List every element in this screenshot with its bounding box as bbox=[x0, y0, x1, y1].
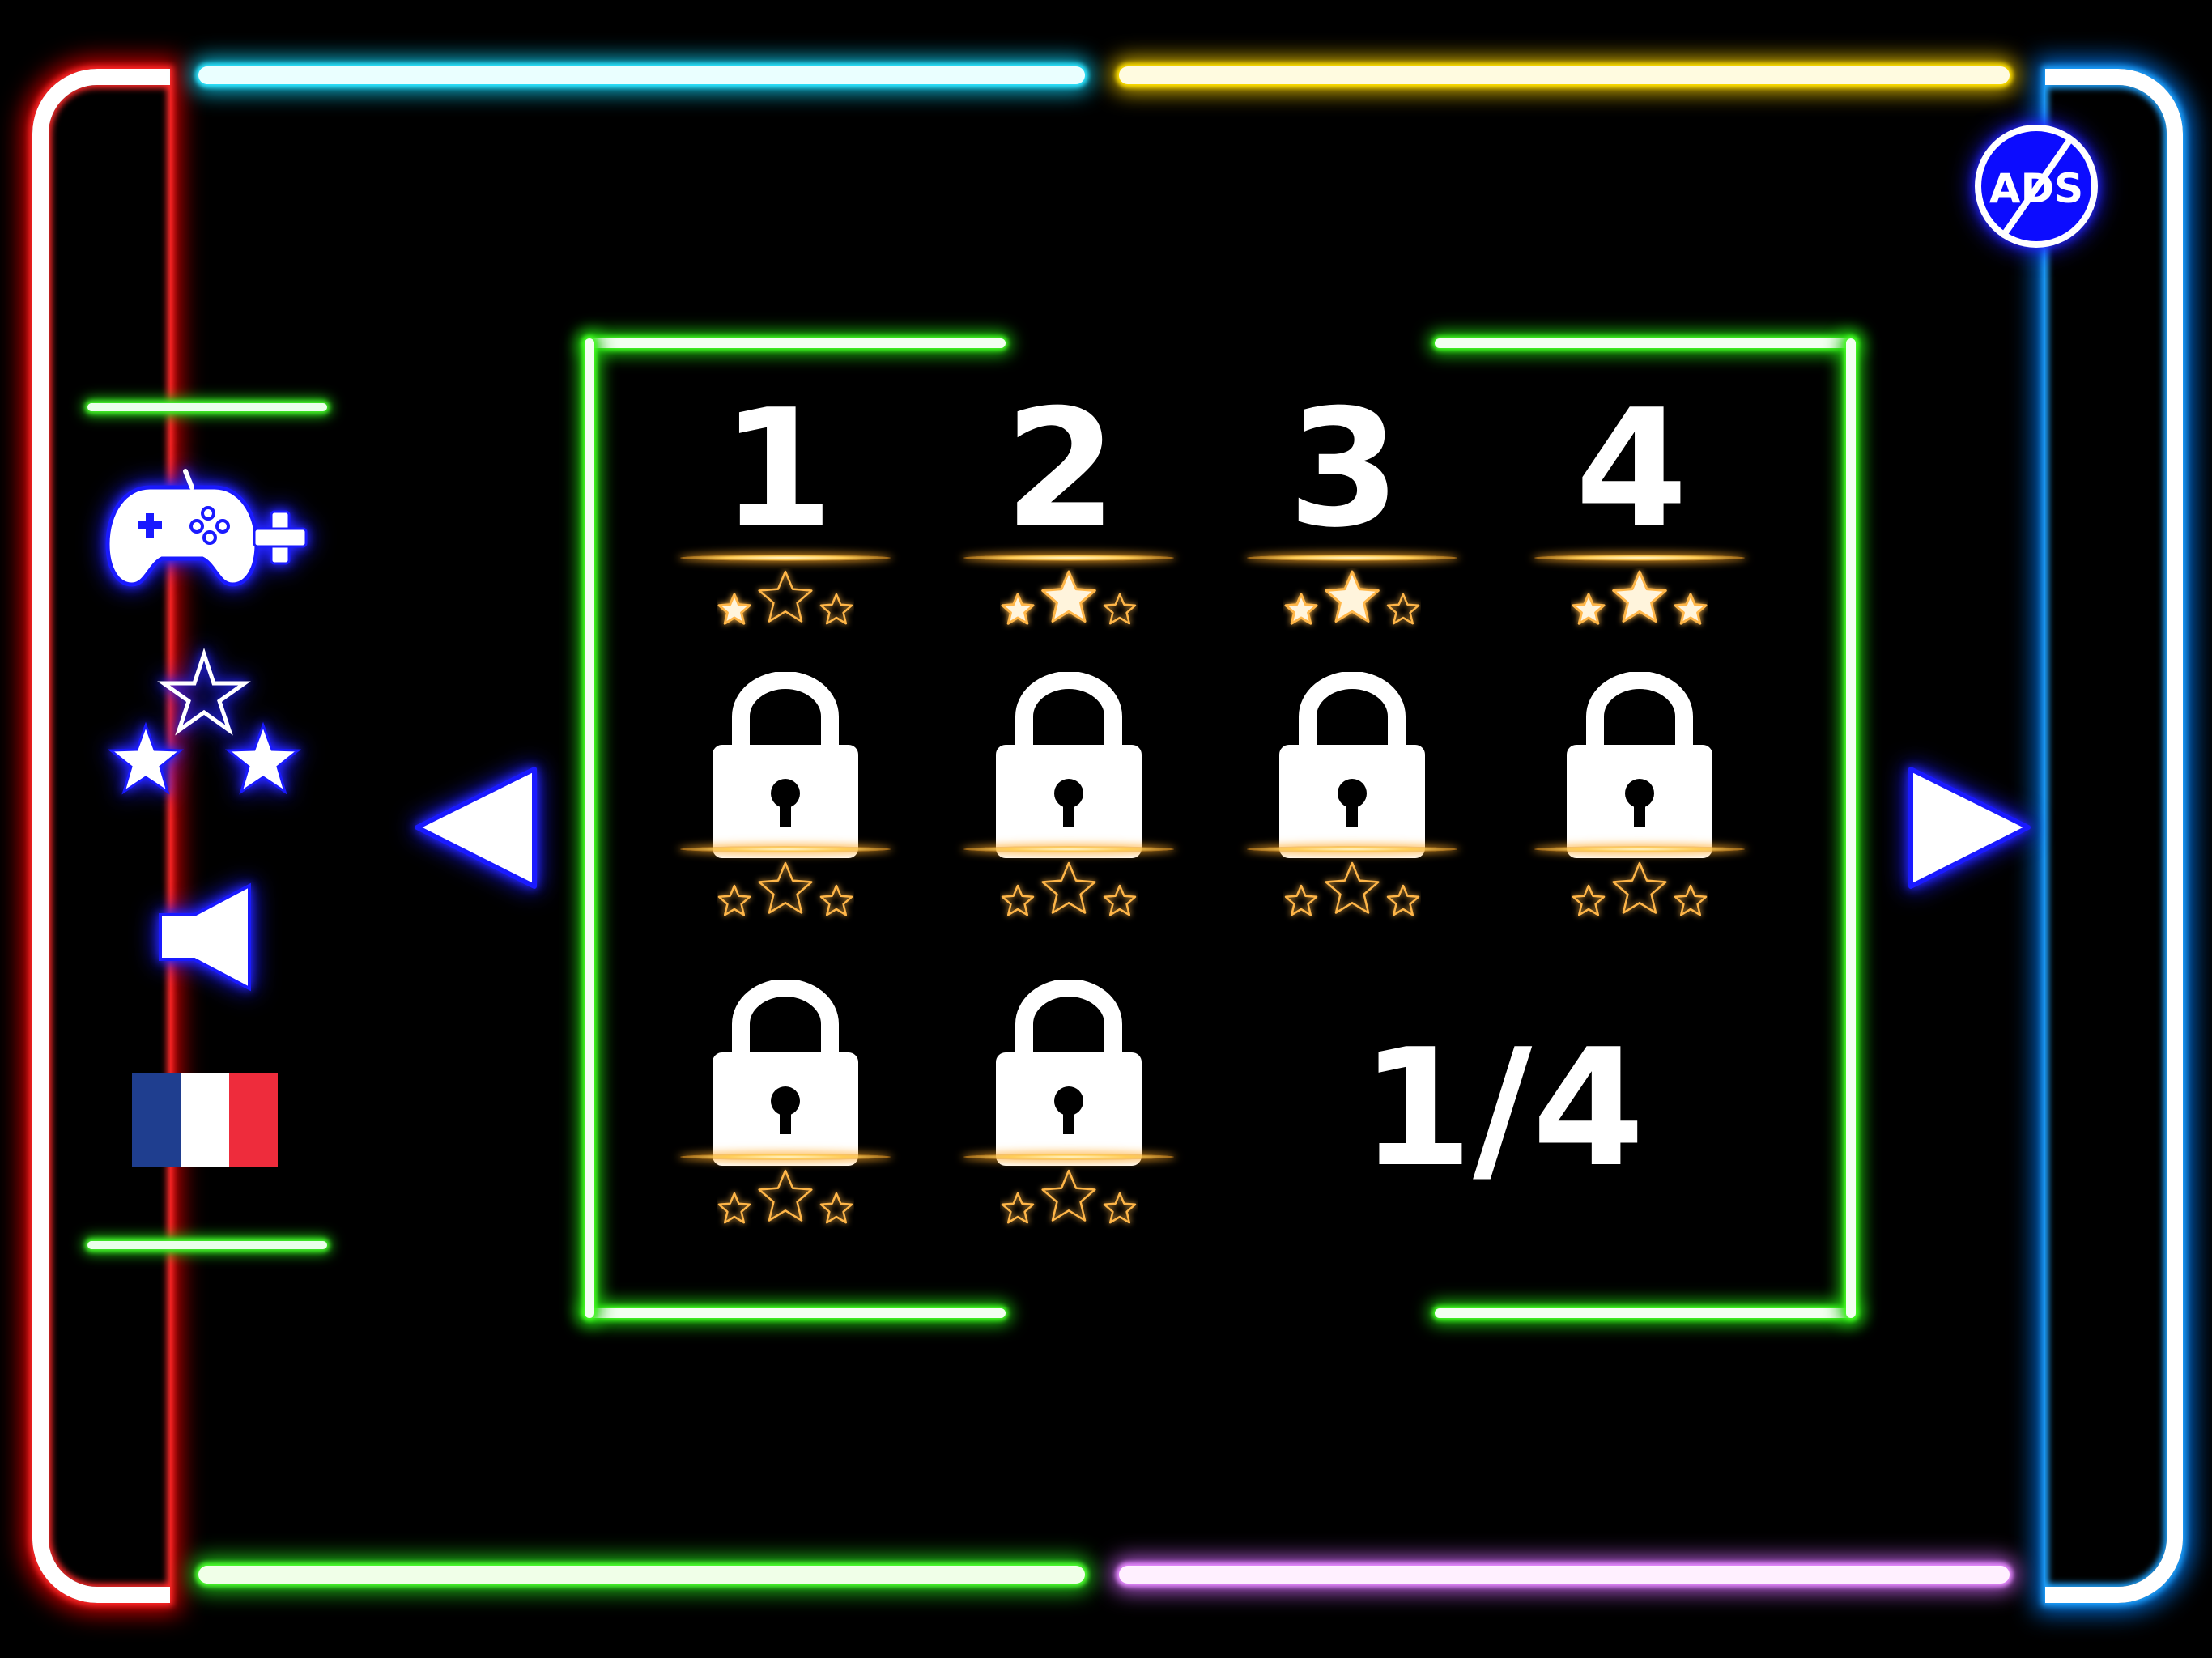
level-button-10[interactable] bbox=[963, 979, 1174, 1239]
star-empty-icon bbox=[1674, 884, 1708, 916]
level-stars bbox=[1284, 861, 1420, 916]
level-divider bbox=[1247, 846, 1457, 852]
level-stars bbox=[717, 570, 853, 625]
more-games-button[interactable] bbox=[101, 463, 312, 593]
star-empty-icon bbox=[1041, 861, 1096, 914]
lock-icon bbox=[1279, 671, 1425, 858]
lock-icon bbox=[1567, 671, 1712, 858]
lock-icon bbox=[713, 979, 858, 1166]
level-number: 3 bbox=[1287, 375, 1401, 563]
star-filled-icon bbox=[1612, 570, 1667, 623]
star-filled-icon bbox=[1325, 570, 1380, 623]
frame-corner-right bbox=[2045, 69, 2183, 1603]
star-empty-icon bbox=[1103, 1192, 1137, 1224]
level-button-7[interactable] bbox=[1247, 671, 1457, 931]
no-ads-icon: ADS bbox=[1975, 125, 2098, 248]
star-filled-icon bbox=[717, 593, 751, 625]
level-button-1[interactable]: 1 bbox=[680, 380, 891, 640]
star-empty-icon bbox=[1325, 861, 1380, 914]
lock-icon bbox=[996, 671, 1142, 858]
star-empty-icon bbox=[758, 570, 813, 623]
level-stars bbox=[1572, 861, 1708, 916]
star-empty-icon bbox=[1386, 593, 1420, 625]
level-stars bbox=[1572, 570, 1708, 625]
gamepad-plus-icon bbox=[105, 469, 308, 587]
level-divider bbox=[963, 555, 1174, 561]
level-divider bbox=[680, 555, 891, 561]
level-number: 1 bbox=[721, 375, 834, 563]
star-filled-icon bbox=[1572, 593, 1606, 625]
star-empty-icon bbox=[819, 1192, 853, 1224]
sound-button[interactable] bbox=[154, 882, 259, 992]
level-stars bbox=[717, 1169, 853, 1224]
level-divider bbox=[963, 1154, 1174, 1160]
lock-icon bbox=[713, 671, 858, 858]
stars-icon bbox=[107, 648, 302, 795]
level-divider bbox=[680, 846, 891, 852]
level-stars bbox=[1284, 570, 1420, 625]
level-divider bbox=[1534, 846, 1745, 852]
prev-page-button[interactable] bbox=[409, 761, 542, 895]
bottom-left-bar bbox=[198, 1566, 1085, 1584]
remove-ads-button[interactable]: ADS bbox=[1972, 121, 2101, 251]
bottom-right-bar bbox=[1119, 1566, 2010, 1584]
triangle-left-icon bbox=[415, 767, 537, 889]
france-flag-icon bbox=[132, 1073, 278, 1167]
language-button[interactable] bbox=[132, 1073, 278, 1167]
level-button-5[interactable] bbox=[680, 671, 891, 931]
next-page-button[interactable] bbox=[1903, 761, 2036, 895]
level-number: 2 bbox=[1004, 375, 1117, 563]
star-empty-icon bbox=[758, 861, 813, 914]
level-divider bbox=[963, 846, 1174, 852]
star-empty-icon bbox=[1386, 884, 1420, 916]
frame-corner-left bbox=[32, 69, 170, 1603]
star-empty-icon bbox=[1284, 884, 1318, 916]
level-button-4[interactable]: 4 bbox=[1534, 380, 1745, 640]
star-filled-icon bbox=[1284, 593, 1318, 625]
level-stars bbox=[1001, 861, 1137, 916]
star-empty-icon bbox=[1572, 884, 1606, 916]
lock-icon bbox=[996, 979, 1142, 1166]
star-empty-icon bbox=[1612, 861, 1667, 914]
star-empty-icon bbox=[1001, 884, 1035, 916]
level-button-9[interactable] bbox=[680, 979, 891, 1239]
star-filled-icon bbox=[1001, 593, 1035, 625]
top-left-bar bbox=[198, 66, 1085, 84]
level-stars bbox=[717, 861, 853, 916]
top-right-bar bbox=[1119, 66, 2010, 84]
star-empty-icon bbox=[758, 1169, 813, 1222]
level-button-8[interactable] bbox=[1534, 671, 1745, 931]
sidebar-bottom-line bbox=[87, 1241, 327, 1249]
speaker-icon bbox=[159, 882, 251, 992]
star-empty-icon bbox=[819, 884, 853, 916]
page-indicator: 1/4 bbox=[1360, 1014, 1645, 1203]
level-stars bbox=[1001, 570, 1137, 625]
star-empty-icon bbox=[1103, 884, 1137, 916]
level-divider bbox=[680, 1154, 891, 1160]
star-empty-icon bbox=[1001, 1192, 1035, 1224]
level-button-6[interactable] bbox=[963, 671, 1174, 931]
level-number: 4 bbox=[1575, 375, 1688, 563]
star-empty-icon bbox=[1103, 593, 1137, 625]
star-empty-icon bbox=[1041, 1169, 1096, 1222]
level-divider bbox=[1247, 555, 1457, 561]
sidebar-top-line bbox=[87, 403, 327, 411]
star-filled-icon bbox=[1674, 593, 1708, 625]
level-stars bbox=[1001, 1169, 1137, 1224]
level-button-2[interactable]: 2 bbox=[963, 380, 1174, 640]
star-empty-icon bbox=[717, 1192, 751, 1224]
star-filled-icon bbox=[1041, 570, 1096, 623]
rate-button[interactable] bbox=[105, 648, 304, 801]
level-divider bbox=[1534, 555, 1745, 561]
star-empty-icon bbox=[717, 884, 751, 916]
triangle-right-icon bbox=[1908, 767, 2031, 889]
star-empty-icon bbox=[819, 593, 853, 625]
level-button-3[interactable]: 3 bbox=[1247, 380, 1457, 640]
